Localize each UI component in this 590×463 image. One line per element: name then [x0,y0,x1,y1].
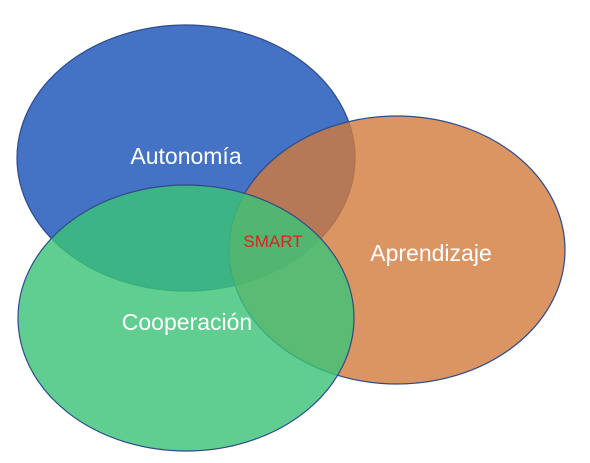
autonomia-label: Autonomía [130,143,241,169]
aprendizaje-label: Aprendizaje [370,240,491,266]
cooperacion-label: Cooperación [122,309,252,335]
cooperacion-ellipse [17,184,355,452]
smart-center-label: SMART [243,232,302,251]
